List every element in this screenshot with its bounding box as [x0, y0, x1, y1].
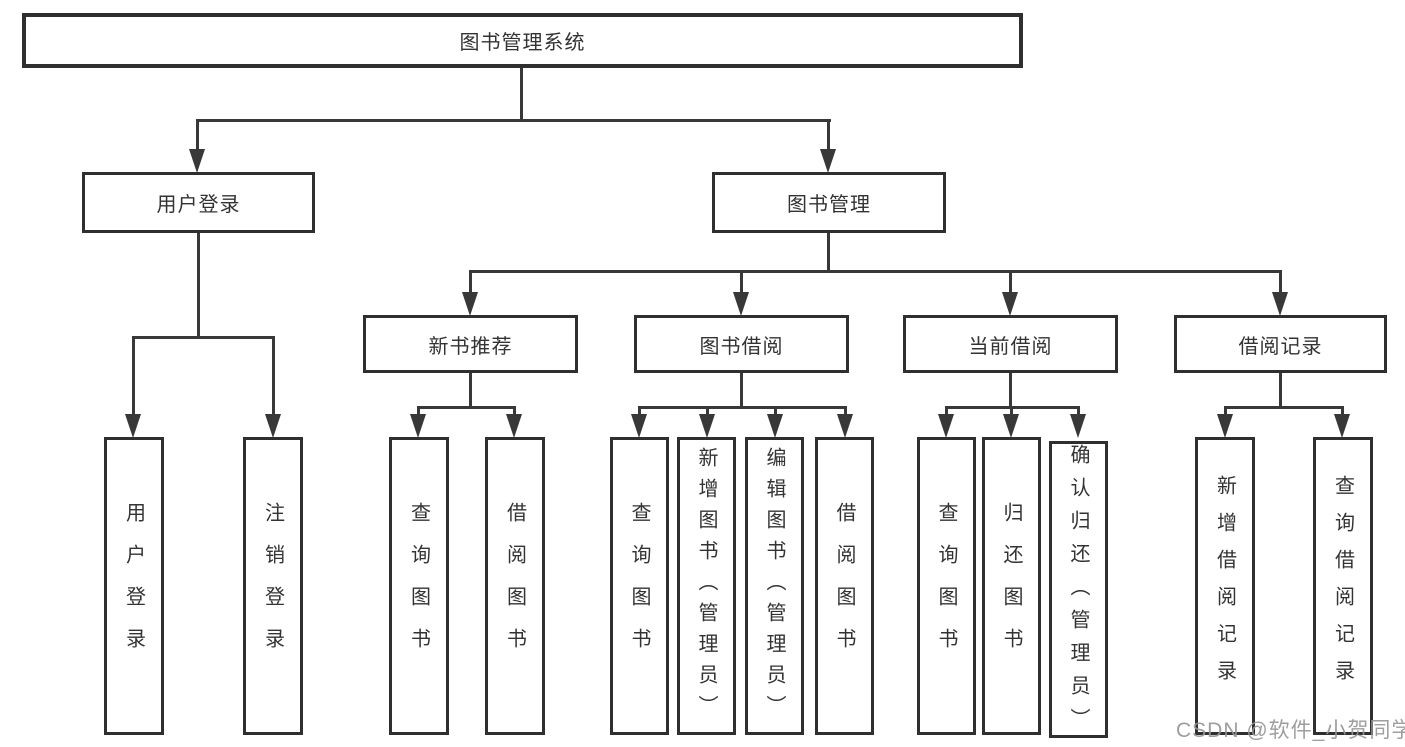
arrow-down-icon: [462, 292, 478, 316]
connector-line: [417, 406, 516, 409]
connector-line: [1010, 406, 1013, 418]
arrow-down-icon: [1217, 414, 1233, 438]
connector-line: [469, 373, 472, 409]
connector-line: [706, 406, 709, 418]
arrow-down-icon: [1002, 292, 1018, 316]
arrow-down-icon: [1070, 414, 1086, 438]
connector-line: [844, 406, 847, 418]
node-book-borrow: 图书借阅: [634, 315, 849, 373]
leaf-logout: 注销登录: [243, 437, 303, 735]
leaf-borrow-books-2-label: 借阅图书: [833, 502, 855, 670]
connector-line: [197, 233, 200, 339]
arrow-down-icon: [631, 414, 647, 438]
arrow-down-icon: [938, 414, 954, 438]
arrow-down-icon: [1334, 414, 1350, 438]
leaf-edit-books-admin: 编辑图书（管理员）: [745, 437, 804, 735]
connector-line: [740, 270, 743, 294]
arrow-down-icon: [189, 149, 205, 173]
connector-line: [1224, 406, 1227, 418]
leaf-query-books-1: 查询图书: [389, 437, 449, 735]
leaf-edit-books-admin-label: 编辑图书（管理员）: [763, 446, 785, 726]
leaf-query-books-2: 查询图书: [610, 437, 669, 735]
connector-line: [774, 406, 777, 418]
leaf-borrow-books-2: 借阅图书: [815, 437, 874, 735]
node-root-system: 图书管理系统: [22, 13, 1023, 68]
connector-line: [827, 119, 830, 152]
connector-line: [1009, 373, 1012, 409]
leaf-query-borrow-record-label: 查询借阅记录: [1331, 475, 1354, 697]
node-current-borrow-label: 当前借阅: [968, 335, 1053, 358]
arrow-down-icon: [1003, 414, 1019, 438]
node-book-management: 图书管理: [712, 172, 946, 233]
arrow-down-icon: [410, 414, 426, 438]
connector-line: [196, 119, 199, 152]
connector-line: [272, 336, 275, 416]
connector-line: [740, 373, 743, 409]
node-root-label: 图书管理系统: [459, 32, 586, 54]
leaf-confirm-return-admin: 确认归还（管理员）: [1049, 441, 1108, 741]
leaf-return-books-label: 归还图书: [1000, 502, 1022, 670]
node-current-borrow: 当前借阅: [903, 315, 1118, 373]
connector-line: [638, 406, 847, 409]
connector-line: [469, 270, 1282, 273]
arrow-down-icon: [767, 414, 783, 438]
arrow-down-icon: [265, 414, 281, 438]
connector-line: [827, 233, 830, 273]
connector-line: [417, 406, 420, 418]
arrow-down-icon: [820, 149, 836, 173]
leaf-add-borrow-record: 新增借阅记录: [1195, 437, 1255, 735]
leaf-borrow-books-1: 借阅图书: [485, 437, 545, 735]
node-new-book-recommend: 新书推荐: [363, 315, 578, 373]
connector-line: [1279, 270, 1282, 294]
node-user-login-label: 用户登录: [156, 194, 241, 216]
node-book-borrow-label: 图书借阅: [699, 335, 784, 358]
connector-line: [1341, 406, 1344, 418]
connector-line: [945, 406, 948, 418]
connector-line: [469, 270, 472, 294]
arrow-down-icon: [699, 414, 715, 438]
leaf-add-books-admin-label: 新增图书（管理员）: [695, 446, 717, 726]
leaf-logout-label: 注销登录: [261, 502, 284, 670]
node-user-login: 用户登录: [82, 172, 315, 233]
arrow-down-icon: [733, 292, 749, 316]
leaf-return-books: 归还图书: [982, 437, 1041, 735]
arrow-down-icon: [506, 414, 522, 438]
arrow-down-icon: [837, 414, 853, 438]
leaf-query-books-3: 查询图书: [917, 437, 976, 735]
leaf-query-borrow-record: 查询借阅记录: [1313, 437, 1373, 735]
watermark-text: CSDN @软件_小贺同学: [1176, 719, 1405, 742]
leaf-add-books-admin: 新增图书（管理员）: [677, 437, 736, 735]
leaf-query-books-2-label: 查询图书: [628, 502, 650, 670]
connector-line: [196, 119, 831, 122]
leaf-add-borrow-record-label: 新增借阅记录: [1213, 475, 1236, 697]
leaf-user-login-label: 用户登录: [122, 502, 145, 670]
connector-line: [1279, 373, 1282, 409]
connector-line: [1009, 270, 1012, 294]
connector-line: [1077, 406, 1080, 418]
node-borrow-record-label: 借阅记录: [1238, 335, 1323, 358]
leaf-borrow-books-1-label: 借阅图书: [503, 502, 526, 670]
leaf-user-login: 用户登录: [104, 437, 164, 735]
connector-line: [1224, 406, 1344, 409]
arrow-down-icon: [1272, 292, 1288, 316]
connector-line: [520, 68, 523, 122]
node-borrow-record: 借阅记录: [1174, 315, 1387, 373]
connector-line: [132, 336, 275, 339]
connector-line: [513, 406, 516, 418]
leaf-query-books-3-label: 查询图书: [935, 502, 957, 670]
leaf-query-books-1-label: 查询图书: [407, 502, 430, 670]
connector-line: [132, 336, 135, 416]
node-new-book-recommend-label: 新书推荐: [428, 335, 513, 358]
connector-line: [638, 406, 641, 418]
node-book-management-label: 图书管理: [787, 194, 871, 216]
arrow-down-icon: [125, 414, 141, 438]
leaf-confirm-return-admin-label: 确认归还（管理员）: [1067, 444, 1089, 741]
